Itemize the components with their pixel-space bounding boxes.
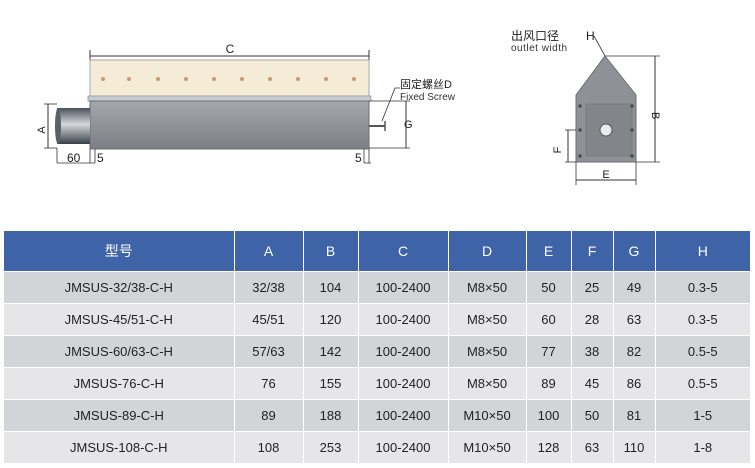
cell-d: M8×50 <box>448 271 527 304</box>
cell-g: 86 <box>613 367 656 400</box>
table-row: JMSUS-60/63-C-H 57/63 142 100-2400 M8×50… <box>4 335 750 368</box>
cell-c: 100-2400 <box>358 399 449 432</box>
header-f: F <box>571 231 614 272</box>
cell-h: 0.5-5 <box>655 367 750 400</box>
housing-bolts <box>578 104 634 158</box>
header-c: C <box>358 231 449 272</box>
motor-cylinder <box>57 108 90 144</box>
cell-c: 100-2400 <box>358 431 449 464</box>
shaft-circle <box>599 123 613 137</box>
cell-g: 49 <box>613 271 656 304</box>
dim-g-label: G <box>404 119 413 131</box>
cell-a: 32/38 <box>234 271 304 304</box>
cell-d: M8×50 <box>448 335 527 368</box>
header-h: H <box>655 231 750 272</box>
spec-table: 型号 A B C D E F G H JMSUS-32/38-C-H 32/38… <box>4 231 750 464</box>
dim-h-label: H <box>586 29 595 43</box>
table-row: JMSUS-89-C-H 89 188 100-2400 M10×50 100 … <box>4 399 750 432</box>
header-a: A <box>234 231 304 272</box>
dim-5-right-label: 5 <box>355 151 362 165</box>
cell-a: 57/63 <box>234 335 304 368</box>
cell-c: 100-2400 <box>358 271 449 304</box>
cell-g: 110 <box>613 431 656 464</box>
dim-60-label: 60 <box>67 151 81 165</box>
cell-a: 76 <box>234 367 304 400</box>
table-row: JMSUS-76-C-H 76 155 100-2400 M8×50 89 45… <box>4 367 750 400</box>
cell-e: 50 <box>526 271 572 304</box>
nozzle-holes <box>101 77 356 81</box>
outlet-cn: 出风口径 <box>511 29 559 43</box>
dim-b-label: B <box>649 112 661 119</box>
cell-d: M8×50 <box>448 367 527 400</box>
cell-b: 104 <box>303 271 359 304</box>
cell-f: 38 <box>571 335 614 368</box>
cell-b: 142 <box>303 335 359 368</box>
outlet-en: outlet width <box>511 43 568 54</box>
blower-body <box>89 100 370 150</box>
cell-h: 0.3-5 <box>655 271 750 304</box>
fixed-screw-cn: 固定螺丝D <box>400 77 452 91</box>
cell-b: 120 <box>303 303 359 336</box>
header-b: B <box>303 231 359 272</box>
cell-f: 25 <box>571 271 614 304</box>
cell-e: 60 <box>526 303 572 336</box>
cell-g: 63 <box>613 303 656 336</box>
cell-model: JMSUS-60/63-C-H <box>4 335 235 368</box>
cell-f: 63 <box>571 431 614 464</box>
cell-d: M10×50 <box>448 399 527 432</box>
cell-b: 253 <box>303 431 359 464</box>
header-model: 型号 <box>4 231 235 272</box>
side-view: C 固定螺丝D Fixed Screw A G <box>36 42 456 165</box>
cell-b: 188 <box>303 399 359 432</box>
table-header-row: 型号 A B C D E F G H <box>4 231 750 272</box>
nozzle-strip <box>89 59 370 97</box>
cell-h: 0.5-5 <box>655 335 750 368</box>
dim-f-label: F <box>552 146 564 153</box>
cell-c: 100-2400 <box>358 367 449 400</box>
technical-drawing: C 固定螺丝D Fixed Screw A G <box>36 29 661 185</box>
cell-f: 45 <box>571 367 614 400</box>
header-g: G <box>613 231 656 272</box>
cell-f: 50 <box>571 399 614 432</box>
cell-a: 89 <box>234 399 304 432</box>
dim-5-left-label: 5 <box>97 151 104 165</box>
cell-d: M10×50 <box>448 431 527 464</box>
table-row: JMSUS-108-C-H 108 253 100-2400 M10×50 12… <box>4 431 750 464</box>
cell-c: 100-2400 <box>358 335 449 368</box>
table-row: JMSUS-45/51-C-H 45/51 120 100-2400 M8×50… <box>4 303 750 336</box>
cell-h: 0.3-5 <box>655 303 750 336</box>
cell-g: 81 <box>613 399 656 432</box>
cell-h: 1-8 <box>655 431 750 464</box>
cell-e: 89 <box>526 367 572 400</box>
dim-a-label: A <box>36 126 48 134</box>
header-e: E <box>526 231 572 272</box>
cell-a: 108 <box>234 431 304 464</box>
cell-h: 1-5 <box>655 399 750 432</box>
header-d: D <box>448 231 527 272</box>
cell-e: 128 <box>526 431 572 464</box>
cell-f: 28 <box>571 303 614 336</box>
cell-model: JMSUS-108-C-H <box>4 431 235 464</box>
cell-c: 100-2400 <box>358 303 449 336</box>
cell-g: 82 <box>613 335 656 368</box>
cell-model: JMSUS-89-C-H <box>4 399 235 432</box>
dim-e-label: E <box>602 169 609 181</box>
dim-c-label: C <box>226 42 235 56</box>
end-view: 出风口径 H outlet width B F E <box>511 29 661 185</box>
cell-model: JMSUS-32/38-C-H <box>4 271 235 304</box>
cell-e: 77 <box>526 335 572 368</box>
cell-model: JMSUS-45/51-C-H <box>4 303 235 336</box>
table-row: JMSUS-32/38-C-H 32/38 104 100-2400 M8×50… <box>4 271 750 304</box>
cell-b: 155 <box>303 367 359 400</box>
cell-model: JMSUS-76-C-H <box>4 367 235 400</box>
cell-d: M8×50 <box>448 303 527 336</box>
fixed-screw-en: Fixed Screw <box>400 92 456 103</box>
cell-a: 45/51 <box>234 303 304 336</box>
cell-e: 100 <box>526 399 572 432</box>
